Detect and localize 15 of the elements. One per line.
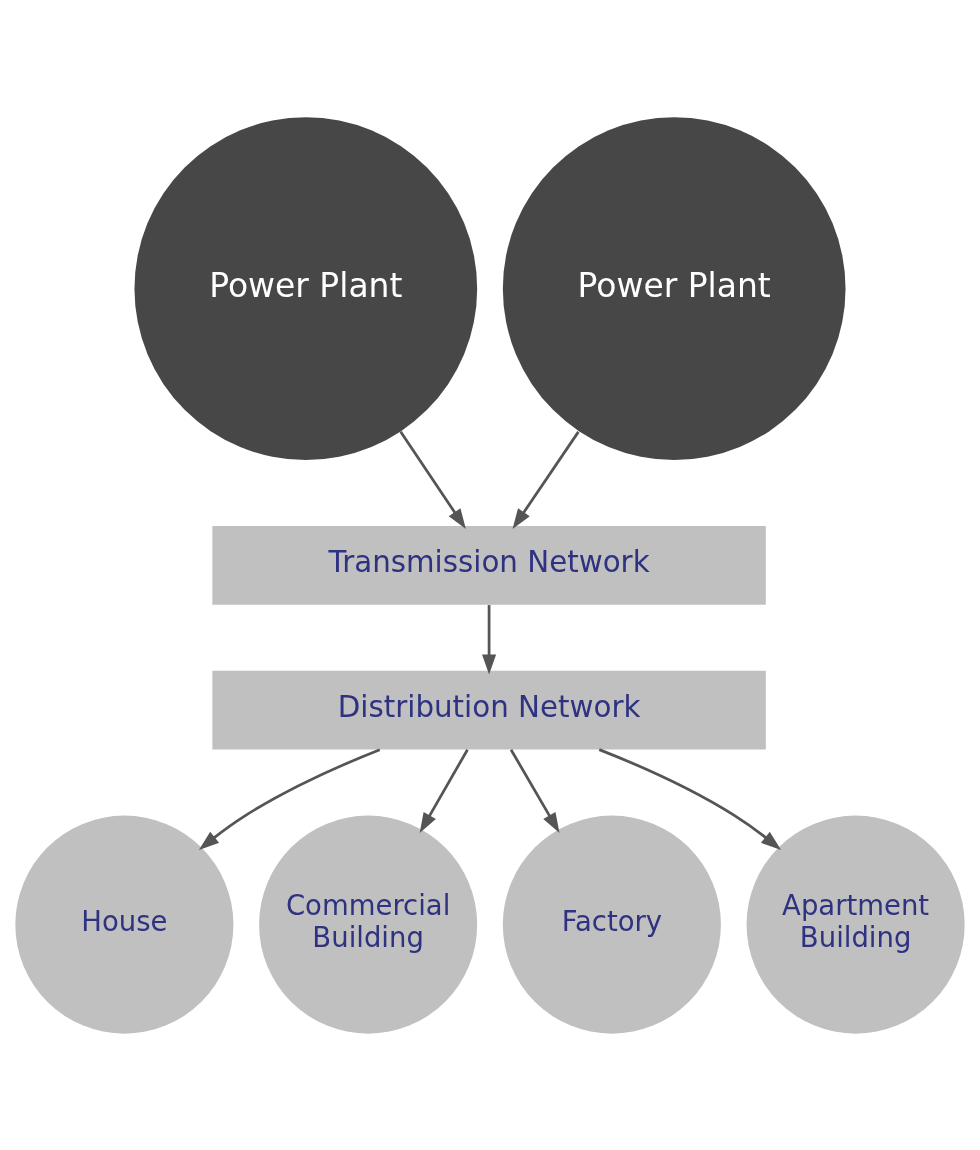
arrow: [482, 604, 497, 675]
node-circle: Power Plant: [134, 116, 478, 460]
node-circle: Commercial Building: [259, 815, 478, 1034]
node-circle: House: [15, 815, 234, 1034]
node-box: Distribution Network: [212, 670, 766, 750]
arrow: [399, 430, 466, 529]
arrow: [198, 747, 381, 850]
node-circle: Power Plant: [502, 116, 846, 460]
arrow: [512, 430, 580, 529]
arrow: [509, 748, 560, 833]
arrow: [419, 748, 469, 833]
node-circle: Apartment Building: [746, 815, 965, 1034]
node-box: Transmission Network: [212, 525, 766, 605]
arrow: [598, 747, 782, 850]
node-circle: Factory: [502, 815, 721, 1034]
